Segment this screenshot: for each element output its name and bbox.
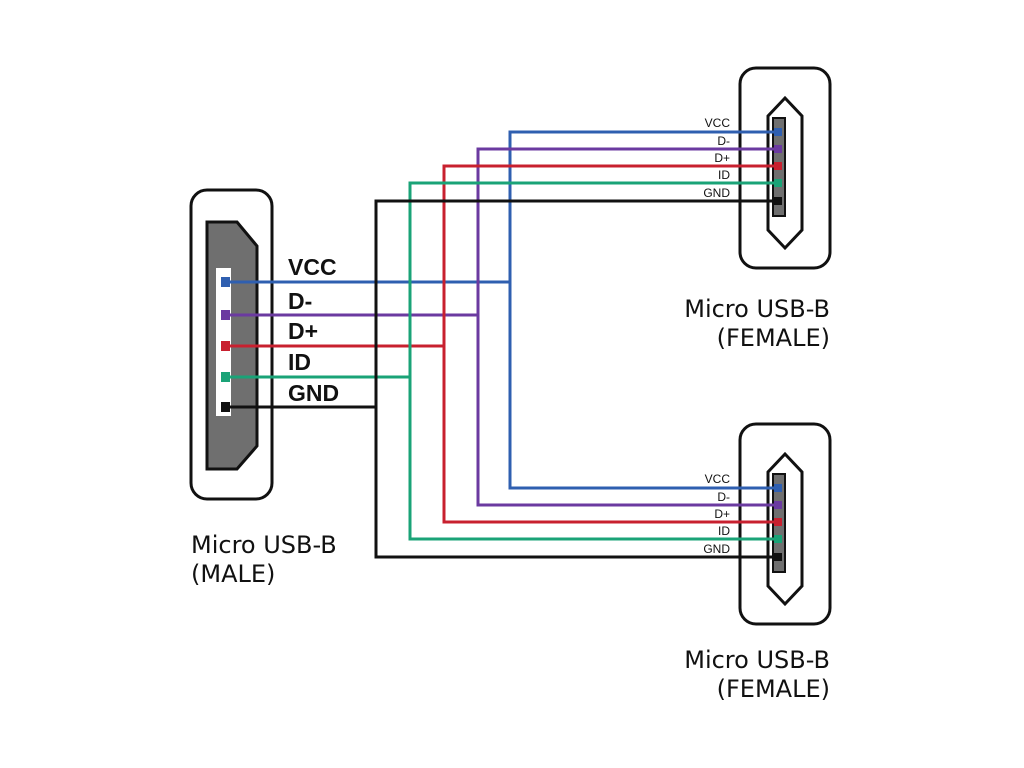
female-top-label-gnd: GND [703,186,730,200]
wire-dminus-to-bottom [476,315,778,507]
female-bottom-caption-line1: Micro USB-B [684,646,830,674]
female-top-pin-vcc [774,128,782,136]
female-bottom-label-id: ID [718,524,730,538]
pin-terminals [221,128,782,561]
wire-vcc-to-top [508,130,778,282]
female-bottom-pin-gnd [774,553,782,561]
female-bottom-pin-labels: VCC D- D+ ID GND [703,472,730,556]
male-pin-gnd [221,402,230,412]
male-label-vcc: VCC [288,254,337,280]
female-top-label-dplus: D+ [714,151,730,165]
male-pin-id [221,372,230,382]
female-bottom-pin-dminus [774,501,782,509]
female-top-pin-labels: VCC D- D+ ID GND [703,116,730,200]
male-pin-dplus [221,341,230,351]
wire-id-to-top [408,181,778,377]
male-caption-line2: (MALE) [191,560,275,588]
male-caption: Micro USB-B (MALE) [191,531,337,588]
female-bottom-label-gnd: GND [703,542,730,556]
male-caption-line1: Micro USB-B [191,531,337,559]
wire-dplus-to-top [442,164,778,346]
female-top-pin-dminus [774,145,782,153]
wires [226,130,778,559]
female-top-pin-gnd [774,197,782,205]
female-top-caption-line1: Micro USB-B [684,295,830,323]
female-bottom-label-dminus: D- [717,490,730,504]
female-bottom-pin-id [774,535,782,543]
female-top-label-id: ID [718,168,730,182]
male-label-gnd: GND [288,380,339,406]
wire-gnd-to-top [374,199,778,407]
male-pin-labels: VCC D- D+ ID GND [288,254,339,406]
wire-vcc-to-bottom [508,282,778,490]
female-top-label-dminus: D- [717,134,730,148]
male-label-dminus: D- [288,288,312,314]
female-top-pin-id [774,179,782,187]
wire-gnd-to-bottom [374,407,778,559]
wire-dminus-to-top [476,147,778,315]
female-connector-bottom [738,422,832,626]
female-connector-top [738,66,832,270]
female-top-pin-dplus [774,162,782,170]
female-bottom-label-dplus: D+ [714,507,730,521]
male-label-dplus: D+ [288,318,318,344]
female-bottom-pin-dplus [774,518,782,526]
wire-dplus-to-bottom [442,346,778,524]
female-bottom-label-vcc: VCC [705,472,731,486]
wire-id-to-bottom [408,377,778,541]
female-bottom-pin-vcc [774,484,782,492]
female-top-label-vcc: VCC [705,116,731,130]
male-label-id: ID [288,349,311,375]
female-top-caption-line2: (FEMALE) [717,324,830,352]
female-bottom-caption-line2: (FEMALE) [717,675,830,703]
male-pin-vcc [221,277,230,287]
male-pin-dminus [221,310,230,320]
female-top-caption: Micro USB-B (FEMALE) [684,295,830,352]
female-bottom-caption: Micro USB-B (FEMALE) [684,646,830,703]
